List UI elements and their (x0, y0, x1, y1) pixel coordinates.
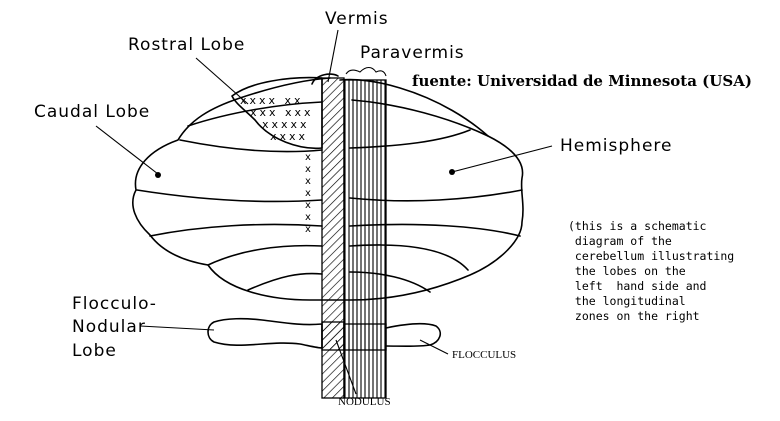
svg-text:xxxx: xxxx (270, 130, 308, 143)
pointer-rostral-lobe (195, 57, 249, 105)
paravermis-bracket (345, 66, 387, 77)
note-line: the longitudinal (568, 294, 686, 308)
note-line: left hand side and (568, 279, 706, 293)
svg-text:xxx xxx: xxx xxx (250, 106, 314, 119)
note-line: diagram of the (568, 234, 672, 248)
svg-text:x: x (305, 224, 312, 235)
svg-text:x: x (305, 188, 312, 199)
label-flocculo-line: Flocculo- (72, 294, 157, 314)
svg-text:x: x (305, 152, 312, 163)
note-line: the lobes on the (568, 264, 686, 278)
dot-caudal-lobe (155, 172, 161, 178)
label-vermis: Vermis (325, 9, 389, 29)
pointer-nodulus (335, 339, 357, 395)
flocculo-nodular-lobe (207, 317, 442, 351)
label-caudal-lobe: Caudal Lobe (34, 102, 150, 122)
label-flocculo-nodular-lobe: Flocculo- Nodular Lobe (72, 294, 157, 361)
label-rostral-lobe: Rostral Lobe (128, 35, 245, 55)
note-line: cerebellum illustrating (568, 249, 734, 263)
svg-text:xxxxx: xxxxx (262, 118, 310, 131)
rostral-lobe-region: xxxx xx xxx xxx xxxxx xxxx x x x x x x x (231, 76, 323, 235)
note-line: zones on the right (568, 309, 700, 323)
label-hemisphere: Hemisphere (560, 136, 672, 156)
pointer-vermis (327, 29, 339, 83)
svg-text:xxxx xx: xxxx xx (240, 94, 304, 107)
svg-text:x: x (305, 200, 312, 211)
svg-text:x: x (305, 164, 312, 175)
pointer-flocculus (419, 339, 449, 355)
note-text: (this is a schematic diagram of the cere… (568, 219, 734, 323)
label-nodulus: NODULUS (338, 396, 391, 408)
pointer-flocculo-nodular (139, 325, 215, 331)
label-lobe-line: Lobe (72, 341, 117, 361)
svg-text:x: x (305, 176, 312, 187)
dot-hemisphere (449, 169, 455, 175)
source-credit: fuente: Universidad de Minnesota (USA) (412, 72, 752, 90)
pointer-hemisphere (451, 145, 553, 173)
svg-text:x: x (305, 212, 312, 223)
label-paravermis: Paravermis (360, 43, 465, 63)
note-line: (this is a schematic (568, 219, 706, 233)
label-flocculus: FLOCCULUS (452, 349, 516, 361)
pointer-caudal-lobe (95, 125, 159, 175)
label-nodular-line: Nodular (72, 317, 146, 337)
